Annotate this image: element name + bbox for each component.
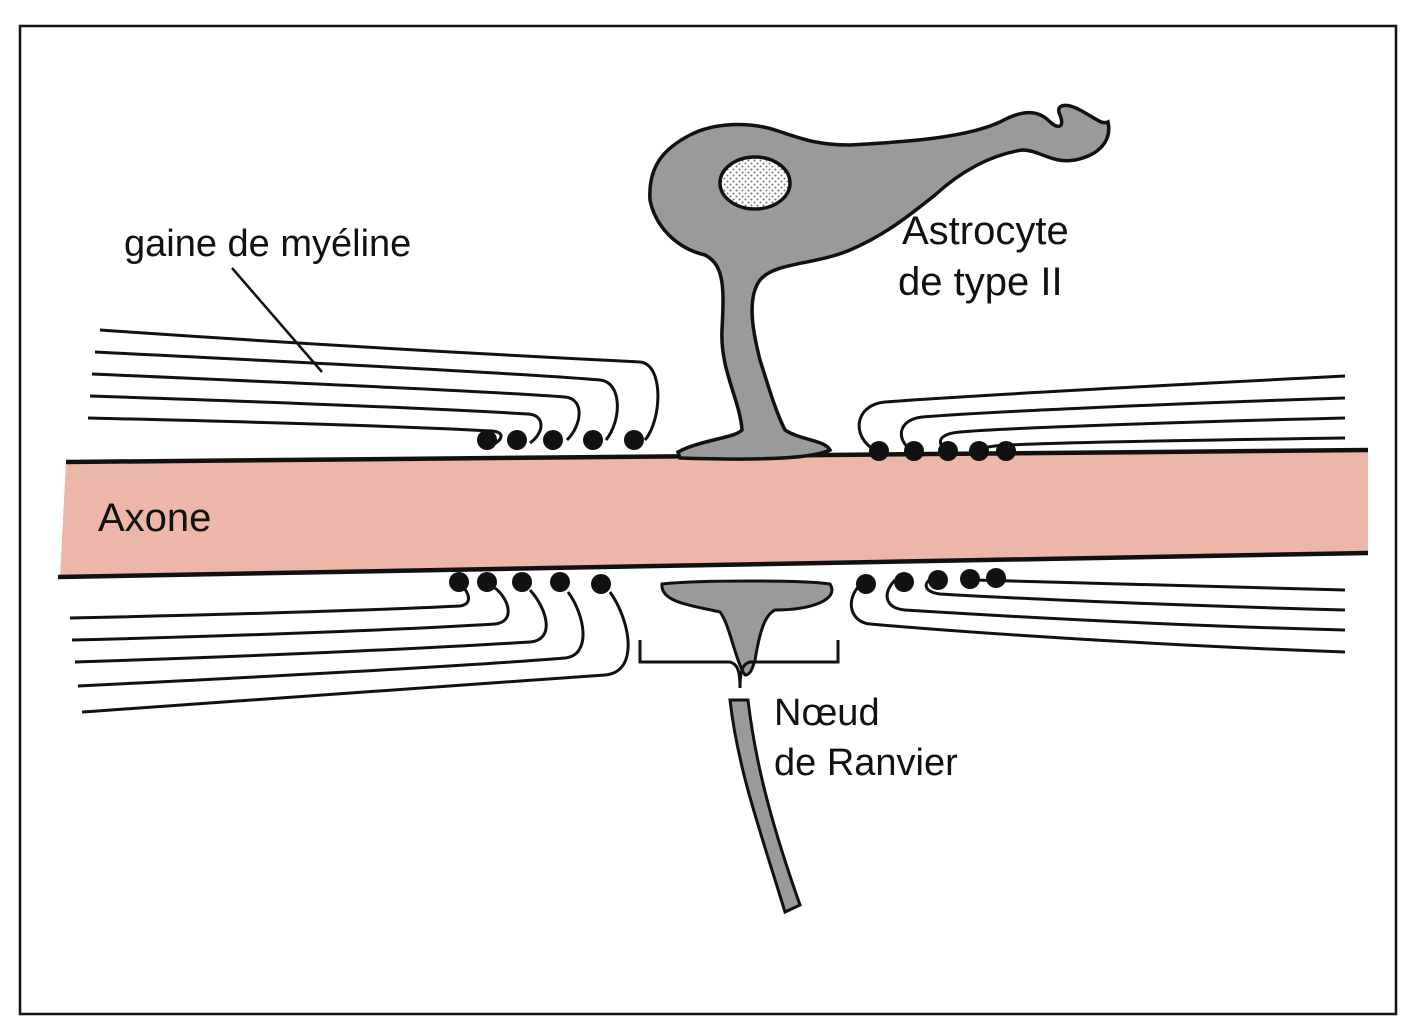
node-label-line2: de Ranvier	[774, 742, 958, 784]
myelin-label: gaine de myéline	[124, 223, 411, 265]
node-label-line1: Nœud	[774, 692, 880, 734]
figure-frame	[18, 24, 1398, 1016]
astrocyte-process-foot	[660, 579, 834, 677]
paranodal-loops-upper-right	[869, 441, 1016, 461]
myelin-sheath-lower-left	[69, 584, 630, 714]
paranodal-loops-upper-left	[477, 430, 644, 450]
astrocyte-process-stem	[728, 698, 802, 915]
axon-label: Axone	[98, 496, 211, 540]
astrocyte-label-line1: Astrocyte	[902, 209, 1069, 253]
myelin-sheath-upper-left	[87, 328, 660, 447]
myelin-sheath-upper-right	[857, 374, 1346, 456]
node-bracket	[638, 640, 840, 689]
myelin-leader-line	[231, 267, 323, 373]
paranodal-loops-lower-left	[449, 572, 611, 594]
astrocyte-nucleus	[718, 155, 792, 211]
axon	[60, 450, 1368, 577]
myelin-sheath-lower-right	[849, 570, 1346, 654]
astrocyte-label-line2: de type II	[898, 260, 1063, 304]
paranodal-loops-lower-right	[856, 568, 1006, 594]
axon-membrane-bottom	[57, 550, 1369, 580]
